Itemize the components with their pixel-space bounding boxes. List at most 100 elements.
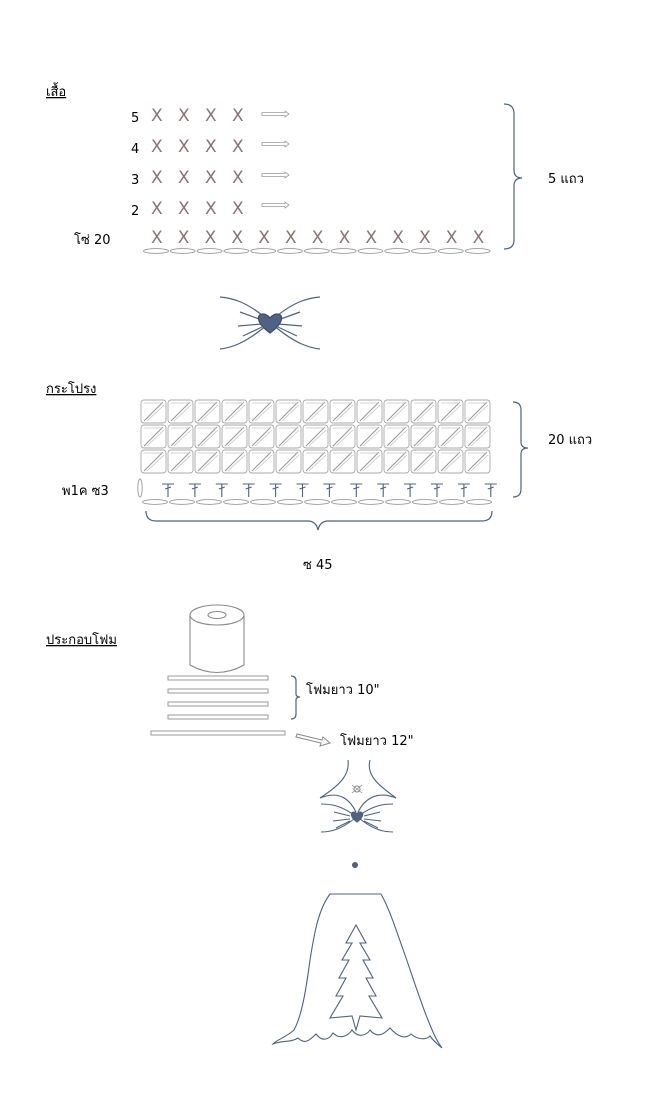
chain-stitch (466, 499, 492, 505)
cell-diagonal (143, 401, 164, 422)
cell-diagonal (359, 451, 380, 472)
collar-bow-icon (319, 759, 397, 833)
cell-diagonal (332, 401, 353, 422)
cell-diagonal (227, 429, 246, 447)
dc-symbol (242, 483, 255, 497)
cell-diagonal (146, 404, 165, 422)
cell-diagonal (281, 404, 300, 422)
dc-cell (383, 399, 410, 424)
cell-diagonal (197, 401, 218, 422)
dc-cell (329, 449, 356, 474)
chain-stitch (464, 248, 491, 254)
dc-cell (140, 399, 167, 424)
cell-diagonal (200, 429, 219, 447)
chain-stitch (384, 248, 411, 254)
foam-stick-12 (150, 730, 286, 736)
cell-diagonal (362, 454, 381, 472)
foam-stack-10 (167, 675, 269, 720)
dc-cell (437, 399, 464, 424)
x-stitch: X (178, 228, 190, 248)
cell-diagonal (416, 429, 435, 447)
cell-diagonal (416, 454, 435, 472)
dc-cell (221, 399, 248, 424)
skirt-width-bracket (145, 510, 493, 531)
chain-stitch (411, 248, 437, 254)
skirt-rows-bracket (512, 401, 529, 498)
cell-diagonal (281, 429, 300, 447)
dc-cell (383, 424, 410, 449)
cell-diagonal (467, 426, 488, 447)
dc-stroke (242, 483, 255, 497)
dc-symbol (215, 483, 228, 497)
dc-stroke (350, 483, 363, 497)
dc-stroke (404, 483, 417, 497)
dc-symbol (404, 483, 417, 497)
cell-diagonal (386, 451, 407, 472)
chain-stitch (250, 499, 276, 505)
row-number-4: 4 (131, 142, 139, 157)
skirt-chain-row (142, 499, 492, 505)
cell-diagonal (146, 454, 165, 472)
skirt-stitch-grid (140, 399, 491, 474)
cell-diagonal (359, 401, 380, 422)
cell-diagonal (143, 451, 164, 472)
x-stitch: X (365, 228, 377, 248)
dc-cell (356, 424, 383, 449)
dc-symbol (269, 483, 282, 497)
chain-stitch (169, 499, 195, 505)
dc-cell (464, 399, 491, 424)
dc-cell (248, 424, 275, 449)
skirt-section-title: กระโปรง (46, 381, 96, 397)
cell-diagonal (470, 404, 489, 422)
dc-cell (275, 449, 302, 474)
chain-stitch (250, 248, 277, 254)
cell-diagonal (335, 454, 354, 472)
chain-stitch (277, 499, 303, 505)
x-stitch: X (205, 168, 217, 188)
cell-diagonal (251, 426, 272, 447)
cell-diagonal (308, 429, 327, 447)
cell-diagonal (254, 429, 273, 447)
dc-stroke (269, 483, 282, 497)
chain-stitch (169, 248, 196, 254)
cell-diagonal (278, 401, 299, 422)
cell-diagonal (413, 426, 434, 447)
cell-diagonal (200, 454, 219, 472)
dc-cell (167, 449, 194, 474)
cell-diagonal (467, 401, 488, 422)
x-stitch: X (151, 228, 163, 248)
dc-cell (275, 424, 302, 449)
shirt-rows-bracket (503, 103, 523, 250)
row-number-5: 5 (131, 111, 139, 126)
heart-bow-icon (219, 296, 321, 350)
arrow-right-icon (295, 733, 332, 747)
cell-diagonal (440, 451, 461, 472)
dc-symbol (484, 483, 497, 497)
dc-stroke (377, 483, 390, 497)
chain-stitch (439, 499, 465, 505)
chain-stitch (142, 499, 168, 505)
x-stitch: X (178, 168, 190, 188)
chain-stitch (330, 248, 357, 254)
x-stitch: X (151, 106, 163, 126)
dc-cell (410, 399, 437, 424)
cell-diagonal (224, 401, 245, 422)
cell-diagonal (443, 454, 462, 472)
cell-diagonal (305, 426, 326, 447)
dc-cell (194, 424, 221, 449)
cell-diagonal (254, 454, 273, 472)
cell-diagonal (413, 401, 434, 422)
cell-diagonal (224, 451, 245, 472)
cell-diagonal (200, 404, 219, 422)
dc-cell (194, 399, 221, 424)
dc-stroke (162, 483, 174, 497)
cell-diagonal (227, 454, 246, 472)
row-arrow-icon (261, 201, 290, 209)
cell-diagonal (173, 404, 192, 422)
chain-stitch (304, 499, 330, 505)
cell-diagonal (173, 429, 192, 447)
x-stitch: X (419, 228, 431, 248)
cell-diagonal (332, 426, 353, 447)
row-number-2: 2 (131, 204, 139, 219)
